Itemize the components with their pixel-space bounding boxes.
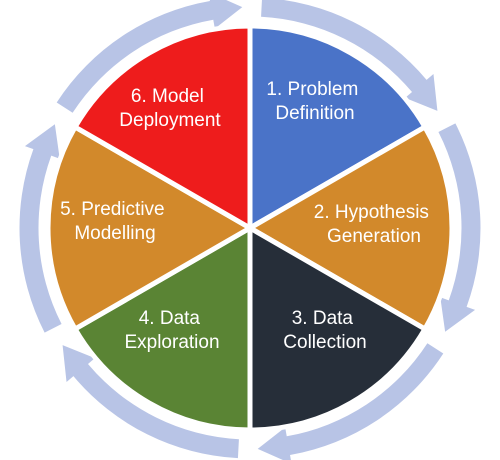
segment-label-hypothesis-generation: 2. Hypothesis Generation xyxy=(314,202,434,247)
cycle-arrow-5 xyxy=(19,124,62,333)
segment-label-model-deployment: 6. Model Deployment xyxy=(119,86,221,131)
segment-predictive-modelling xyxy=(45,124,253,332)
segment-label-data-collection: 3. Data Collection xyxy=(283,308,366,353)
cycle-arrow-4 xyxy=(62,345,239,459)
segment-data-collection xyxy=(247,225,428,433)
cycle-arrow-3 xyxy=(257,343,444,460)
segment-label-predictive-modelling: 5. Predictive Modelling xyxy=(60,199,170,244)
segment-model-deployment xyxy=(72,23,253,231)
cycle-wedges xyxy=(45,23,455,433)
segment-problem-definition xyxy=(247,23,428,231)
segment-data-exploration xyxy=(72,225,253,433)
segment-labels: 1. Problem Definition 2. Hypothesis Gene… xyxy=(60,79,434,353)
segment-label-problem-definition: 1. Problem Definition xyxy=(266,79,363,124)
segment-hypothesis-generation xyxy=(247,124,455,332)
cycle-arrow-6 xyxy=(56,0,243,113)
cycle-arrow-1 xyxy=(261,0,438,111)
segment-label-data-exploration: 4. Data Exploration xyxy=(124,308,219,353)
cycle-arrow-ring xyxy=(19,0,481,460)
cycle-arrow-2 xyxy=(438,123,481,332)
